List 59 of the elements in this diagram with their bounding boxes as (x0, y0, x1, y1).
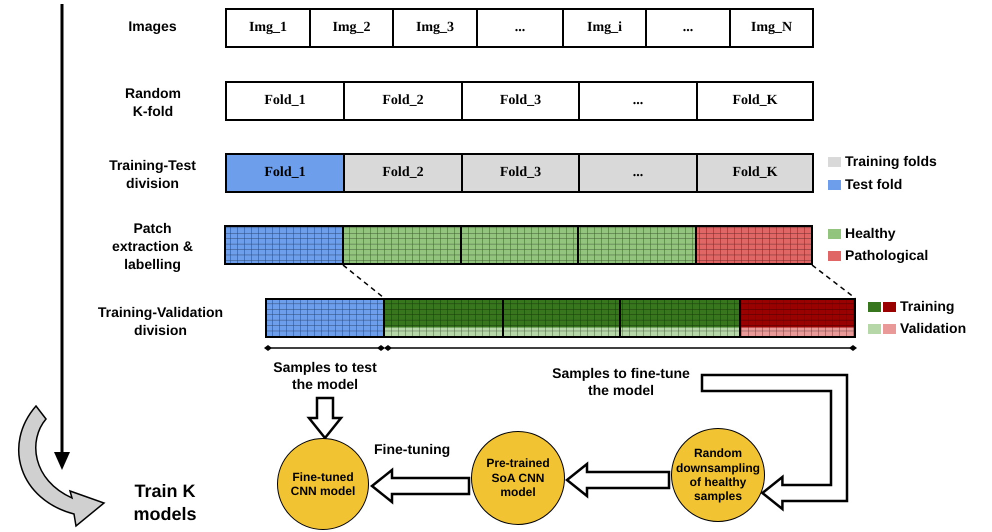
node-label: Fold_2 (382, 165, 424, 181)
block-arrow (565, 461, 670, 499)
fold-cell (461, 153, 580, 193)
node-label: ... (682, 20, 694, 36)
image-cell (225, 8, 311, 48)
fold-cell (578, 153, 698, 193)
block-arrow (700, 374, 848, 512)
node-label: Pre-trained SoA CNN model (485, 456, 551, 500)
fold-cell (578, 81, 698, 121)
node-label: Fold_1 (264, 93, 306, 109)
row-heading: Training-Validation division (96, 303, 224, 340)
dashed-guide-line (812, 264, 856, 299)
patch-strip-drawing (265, 298, 856, 338)
note-text: Train K models (132, 480, 198, 526)
node-label: Fold_K (732, 93, 778, 109)
fold-cell (225, 81, 345, 121)
image-cell (645, 8, 731, 48)
caption-text: Samples to test the model (265, 356, 385, 396)
dashed-guide-line (342, 264, 384, 299)
node-label: Img_N (750, 20, 792, 36)
node-label: Img_i (587, 20, 622, 36)
row-heading: Images (127, 17, 178, 36)
legend-label: Validation (900, 320, 966, 336)
node-label: Img_1 (248, 20, 288, 36)
node-label: Random downsampling of healthy samples (676, 446, 760, 504)
fold-cell (696, 81, 814, 121)
node-label: Fine-tuned CNN model (290, 470, 356, 498)
fold-cell (343, 81, 463, 121)
node-label: Fold_3 (500, 93, 542, 109)
legend-label: Training (900, 298, 954, 314)
image-cell (309, 8, 394, 48)
legend-label: Pathological (845, 247, 928, 263)
fold-cell (696, 153, 814, 193)
fold-cell (343, 153, 463, 193)
legend-label: Healthy (845, 225, 896, 241)
node-label: ... (632, 93, 644, 109)
block-arrow (306, 396, 344, 440)
node-label: ... (514, 20, 526, 36)
node-label: Img_2 (332, 20, 371, 36)
fold-cell (225, 153, 345, 193)
image-cell (476, 8, 564, 48)
image-cell (562, 8, 647, 48)
image-cell (392, 8, 478, 48)
node-label: Fold_1 (264, 165, 306, 181)
image-cell (729, 8, 814, 48)
fold-cell (461, 81, 580, 121)
node-label: Fold_K (732, 165, 778, 181)
node-label: Fold_3 (500, 165, 542, 181)
legend-label: Test fold (845, 176, 902, 192)
row-heading: Random K-fold (124, 84, 182, 120)
caption-text: Samples to fine-tune the model (542, 362, 700, 402)
block-arrow (370, 467, 470, 505)
node-label: Fold_2 (382, 93, 424, 109)
legend-label: Training folds (845, 153, 937, 169)
row-heading: Training-Test division (108, 156, 197, 192)
row-heading: Patch extraction & labelling (111, 219, 194, 274)
node-label: Img_3 (416, 20, 454, 36)
patch-strip-drawing (224, 225, 813, 265)
node-label: ... (632, 165, 644, 181)
